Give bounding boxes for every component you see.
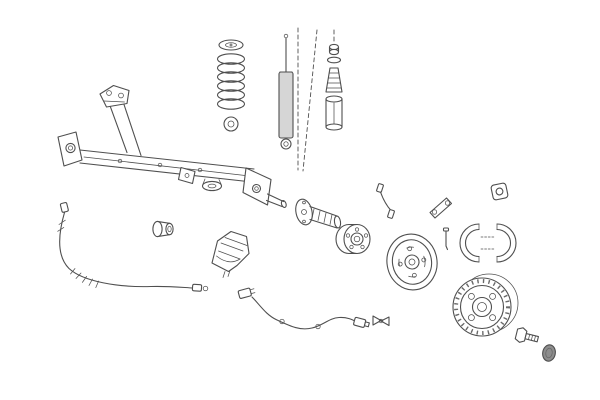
brake-backing-plate-part (386, 233, 438, 291)
strut-mount-kit-part (325, 29, 343, 131)
grease-cap-part (542, 344, 556, 362)
wheel-bolt-part (514, 327, 539, 343)
mounting-block-part (490, 182, 509, 201)
rear-axle-beam-part (57, 84, 287, 209)
brake-hose-part (376, 183, 395, 219)
handbrake-cable-part (57, 202, 209, 292)
heat-shield-part (211, 230, 250, 278)
brake-drum-part (452, 273, 519, 337)
wheel-hub-part (335, 223, 371, 255)
axle-bushing-part (152, 220, 174, 238)
brake-lever-part (429, 197, 453, 219)
coil-spring-part (216, 39, 246, 132)
abs-sensor-cable-part (237, 287, 370, 330)
cable-clip-part (372, 315, 390, 327)
stub-axle-part (295, 198, 342, 229)
retainer-pin-part (442, 227, 450, 251)
shock-absorber-part (278, 33, 294, 150)
group-boundary-dashes (297, 27, 318, 172)
brake-shoe-kit-part (459, 223, 517, 263)
